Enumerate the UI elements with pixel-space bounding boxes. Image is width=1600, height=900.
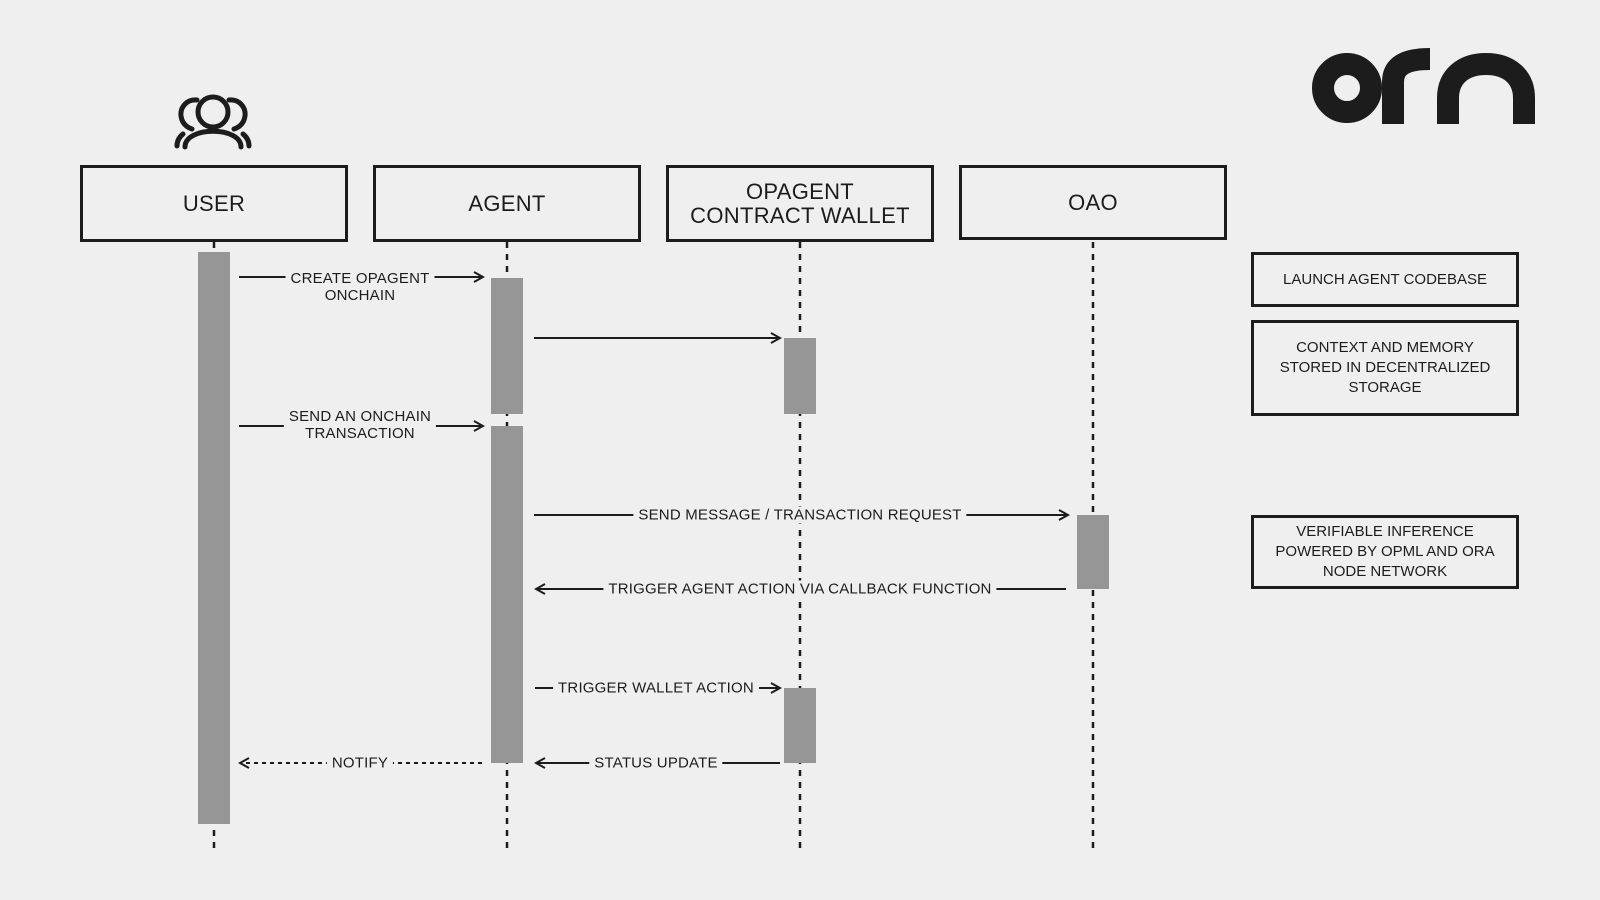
participant-user: USER: [80, 165, 348, 242]
activation-oao: [1077, 515, 1109, 589]
activation-wallet-1: [784, 338, 816, 414]
participant-agent: AGENT: [373, 165, 641, 242]
message-label-trigger-agent-action: TRIGGER AGENT ACTION VIA CALLBACK FUNCTI…: [603, 580, 997, 598]
note-launch-agent-codebase: LAUNCH AGENT CODEBASE: [1251, 252, 1519, 307]
ora-logo: ora: [1312, 48, 1535, 124]
activation-wallet-2: [784, 688, 816, 763]
message-label-status-update: STATUS UPDATE: [589, 754, 723, 772]
message-label-send-message-request: SEND MESSAGE / TRANSACTION REQUEST: [633, 506, 967, 524]
message-label-notify: NOTIFY: [326, 754, 394, 772]
activation-agent-2: [491, 426, 523, 763]
message-label-send-onchain-tx: SEND AN ONCHAIN TRANSACTION: [283, 408, 437, 442]
users-icon: [174, 94, 252, 150]
participant-opagent-contract-wallet: OPAGENT CONTRACT WALLET: [666, 165, 934, 242]
activation-user: [198, 252, 230, 824]
message-label-trigger-wallet-action: TRIGGER WALLET ACTION: [553, 679, 759, 697]
activation-agent-1: [491, 278, 523, 414]
participant-oao: OAO: [959, 165, 1227, 240]
message-label-create-opagent: CREATE OPAGENT ONCHAIN: [285, 270, 435, 304]
note-verifiable-inference: VERIFIABLE INFERENCE POWERED BY OPML AND…: [1251, 515, 1519, 589]
note-context-and-memory: CONTEXT AND MEMORY STORED IN DECENTRALIZ…: [1251, 320, 1519, 416]
